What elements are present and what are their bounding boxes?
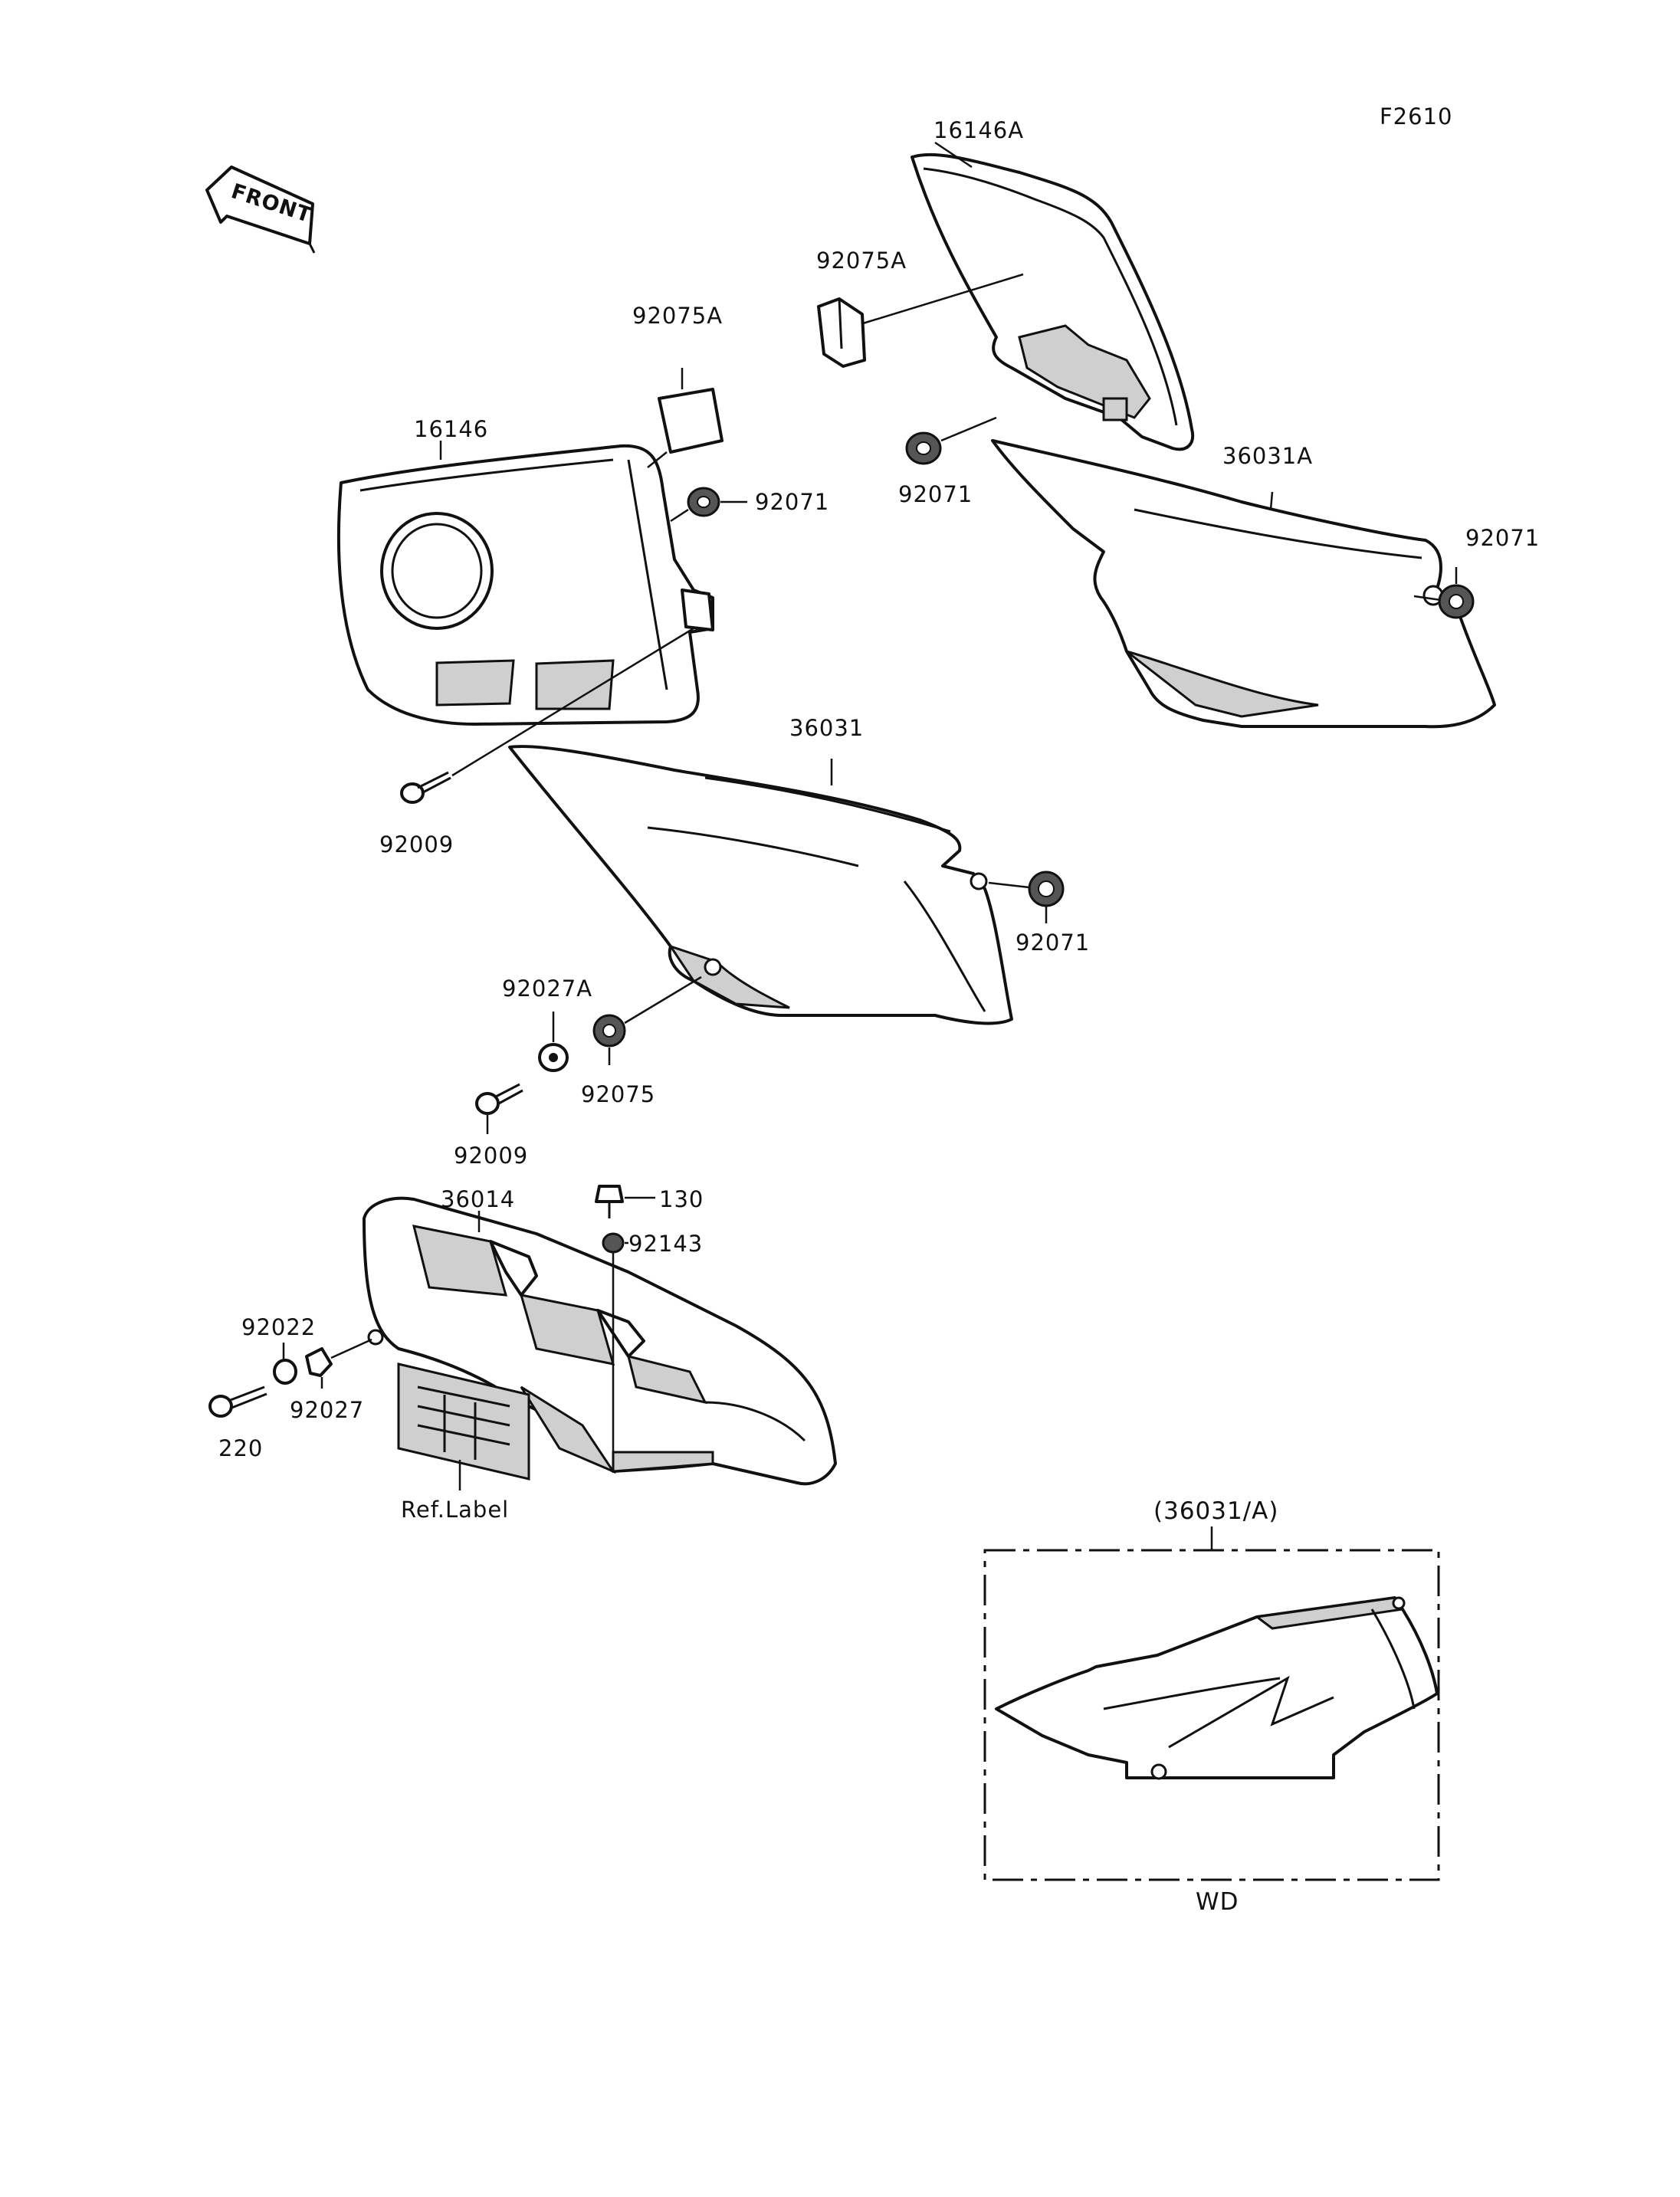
label-92022: 92022 xyxy=(241,1314,316,1340)
label-36014: 36014 xyxy=(441,1186,515,1212)
variant-inset xyxy=(983,1526,1440,1881)
part-92143 xyxy=(602,1232,625,1254)
part-16146A xyxy=(911,152,1195,451)
part-130 xyxy=(595,1185,624,1218)
part-220 xyxy=(208,1385,267,1418)
frame-cover-vent-left xyxy=(435,659,515,707)
part-92009-lower xyxy=(475,1083,523,1115)
part-92071-mid xyxy=(1028,871,1065,907)
inset-z-graphic xyxy=(1168,1675,1334,1749)
part-92075 xyxy=(592,1014,626,1048)
washer-92022 xyxy=(273,1359,297,1385)
bolt-220-head xyxy=(208,1395,233,1418)
inset-variant-label: WD xyxy=(1196,1888,1239,1916)
label-92075A-left: 92075A xyxy=(632,303,723,329)
part-92027 xyxy=(305,1347,333,1377)
frame-cover-vent-right xyxy=(535,659,615,710)
collar-92143 xyxy=(602,1232,625,1254)
label-16146A: 16146A xyxy=(934,117,1024,143)
label-92009-upper: 92009 xyxy=(379,831,454,857)
label-92027A: 92027A xyxy=(502,976,592,1002)
side-cover-right-panel xyxy=(991,439,1496,729)
label-92071-top: 92071 xyxy=(898,481,973,507)
label-92143: 92143 xyxy=(628,1231,703,1257)
label-92075: 92075 xyxy=(581,1081,655,1107)
label-92071-left: 92071 xyxy=(755,489,829,515)
part-36031 xyxy=(508,745,1013,1025)
part-92071-top xyxy=(905,431,942,465)
ref-label-sticker xyxy=(397,1362,530,1481)
ref-label-caption: Ref.Label xyxy=(401,1497,509,1523)
label-92071-mid: 92071 xyxy=(1016,930,1090,956)
frame-cover-round-opening xyxy=(380,512,494,630)
label-130: 130 xyxy=(659,1186,704,1212)
label-220: 220 xyxy=(218,1435,263,1461)
part-92075A-left xyxy=(658,388,724,454)
part-36014 xyxy=(363,1196,837,1486)
frame-cover-left-panel xyxy=(911,152,1195,451)
part-92071-left xyxy=(687,487,720,517)
label-36031: 36031 xyxy=(789,715,864,741)
label-16146: 16146 xyxy=(414,416,488,442)
label-92009-lower: 92009 xyxy=(454,1143,528,1169)
collar-92027 xyxy=(305,1347,333,1377)
label-92027: 92027 xyxy=(290,1397,364,1423)
figure-code: F2610 xyxy=(1380,103,1452,130)
part-92075A-top xyxy=(817,297,866,368)
part-16146 xyxy=(336,444,714,726)
part-92071-right xyxy=(1438,584,1475,619)
part-36031A xyxy=(991,439,1496,729)
damper-pad-92075A-left xyxy=(658,388,724,454)
part-92009-upper xyxy=(400,771,451,804)
label-92075A-top: 92075A xyxy=(816,248,907,274)
label-92071-right: 92071 xyxy=(1465,525,1540,551)
part-92027A xyxy=(538,1043,569,1072)
part-92022 xyxy=(273,1359,297,1385)
front-direction-marker: FRONT xyxy=(205,166,316,254)
label-36031A: 36031A xyxy=(1222,443,1313,469)
chain-cover-vent-1 xyxy=(412,1225,508,1297)
reference-label-plate xyxy=(397,1362,530,1481)
bolt-130-head xyxy=(595,1185,624,1203)
frame-cover-bracket xyxy=(1018,324,1151,419)
inset-reference-label: (36031/A) xyxy=(1153,1497,1278,1525)
